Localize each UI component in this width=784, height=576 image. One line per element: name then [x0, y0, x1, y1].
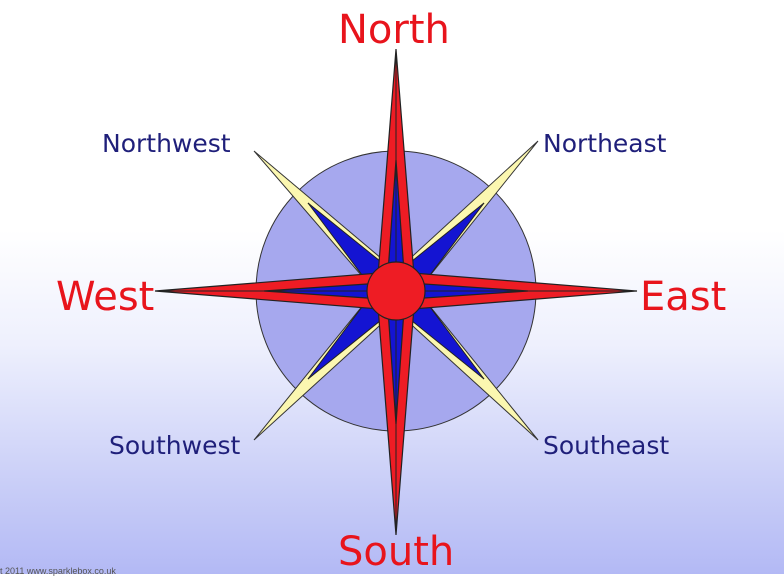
- label-west: West: [56, 277, 154, 317]
- label-east: East: [640, 277, 726, 317]
- compass-hub: [367, 262, 425, 320]
- label-northwest: Northwest: [102, 131, 231, 156]
- label-southwest: Southwest: [109, 433, 240, 458]
- label-southeast: Southeast: [543, 433, 669, 458]
- copyright-text: t 2011 www.sparklebox.co.uk: [0, 566, 116, 576]
- label-northeast: Northeast: [543, 131, 666, 156]
- label-south: South: [338, 532, 454, 572]
- label-north: North: [338, 10, 450, 50]
